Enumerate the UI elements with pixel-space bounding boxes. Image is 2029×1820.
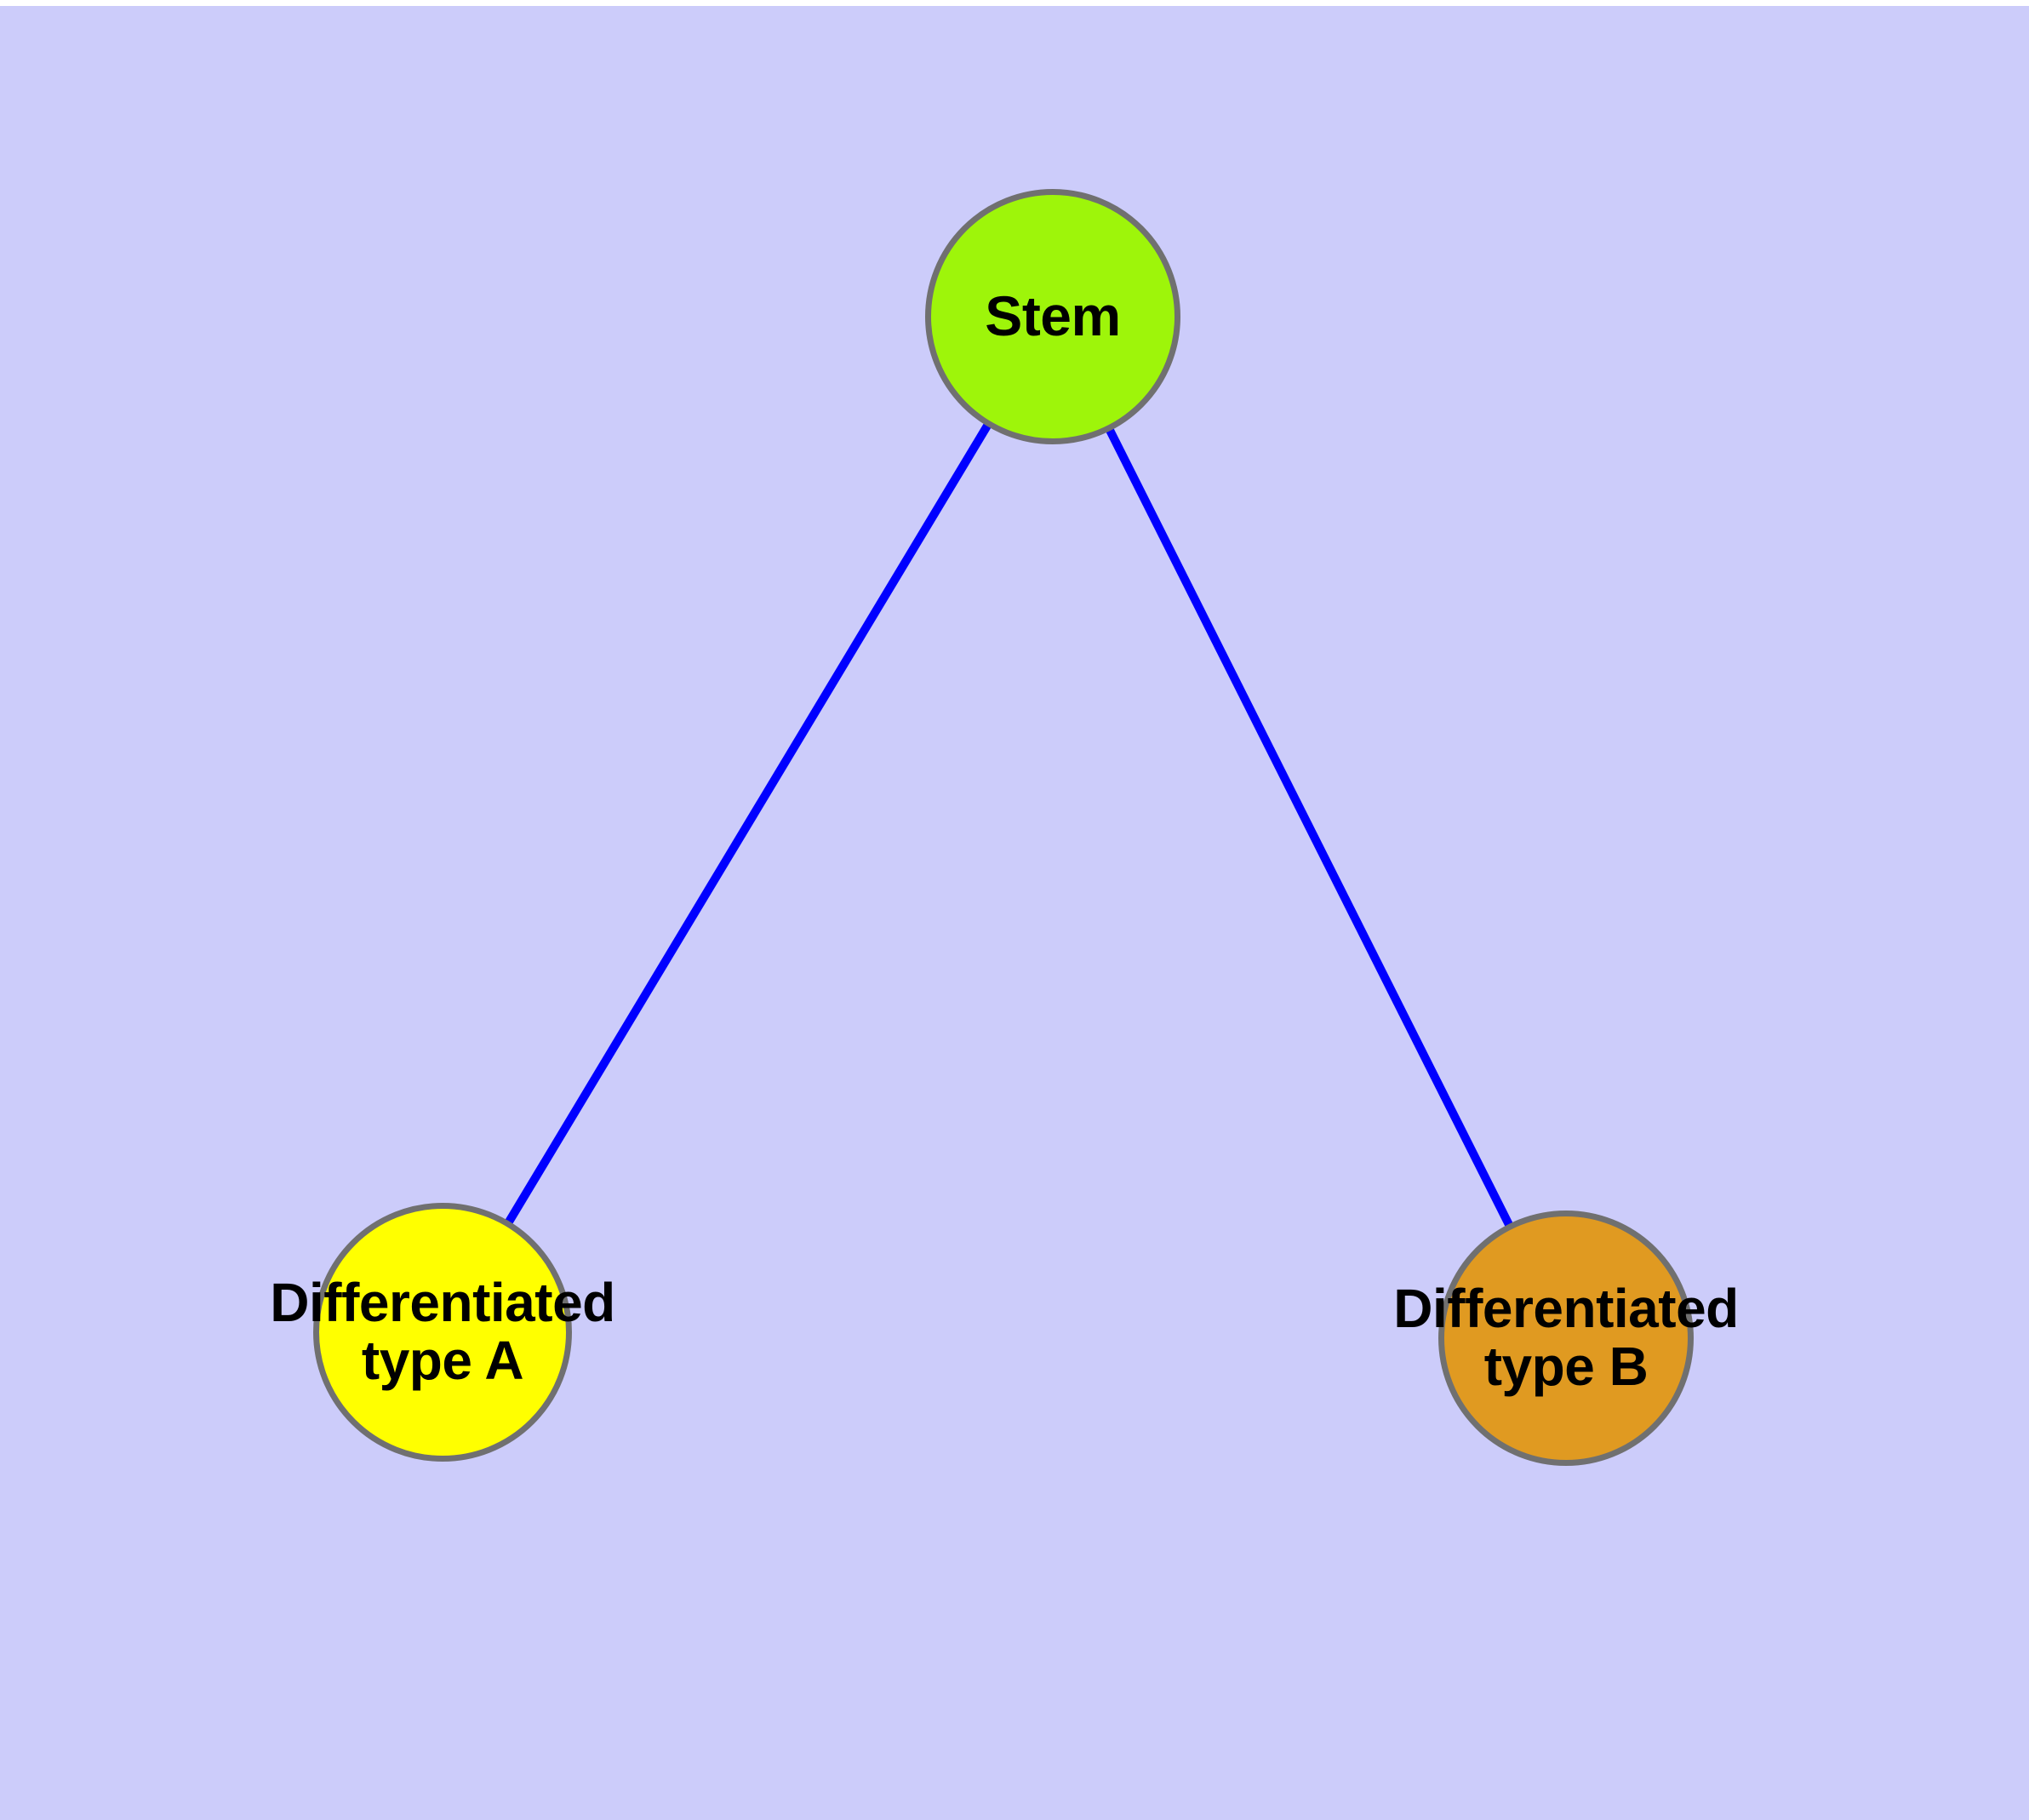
- edge-stem-to-differentiated-type-a[interactable]: [438, 314, 1057, 1335]
- node-stem[interactable]: [925, 189, 1180, 444]
- node-differentiated-type-b[interactable]: [1438, 1210, 1694, 1466]
- edge-layer: [438, 314, 1570, 1341]
- node-differentiated-type-a[interactable]: [313, 1203, 572, 1462]
- node-layer: [313, 189, 1694, 1466]
- graph-svg: [313, 189, 1694, 1466]
- edge-stem-to-differentiated-type-b[interactable]: [1049, 314, 1570, 1341]
- graph-plot-area: Stem Differentiated type A Differentiate…: [0, 6, 2029, 1820]
